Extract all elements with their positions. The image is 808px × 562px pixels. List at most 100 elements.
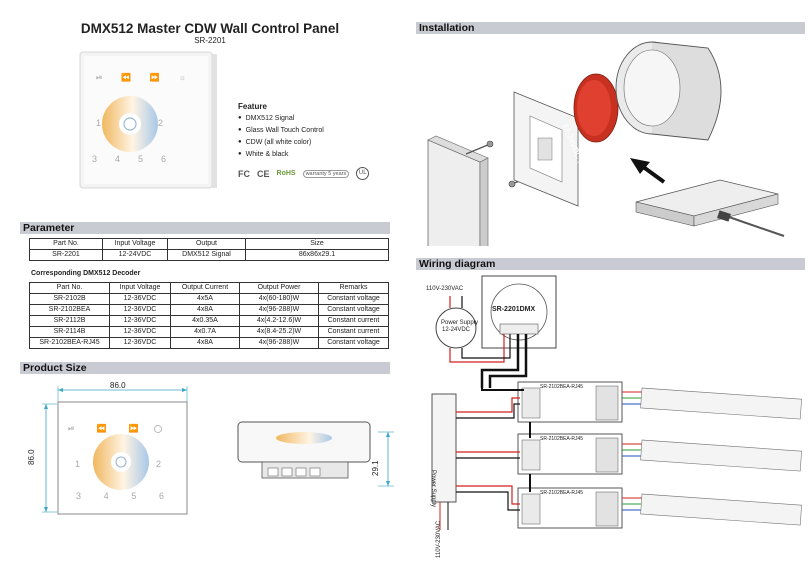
height-dimension: 86.0	[27, 449, 36, 465]
key-5: 5	[131, 491, 137, 501]
table-cell: 4x(96-288)W	[239, 337, 319, 349]
table-cell: Constant voltage	[318, 337, 389, 349]
table-cell: 12-36VDC	[109, 304, 171, 316]
table-header: Remarks	[318, 282, 389, 294]
panel-bottom-keys: 3 4 5 6	[92, 154, 166, 164]
section-parameter: Parameter	[20, 222, 390, 234]
side-psu-label: Power Supply	[430, 470, 436, 508]
certification-marks: FC CE RoHS warranty 5 years UL	[238, 167, 418, 180]
table-cell: 4x(60-180)W	[239, 293, 319, 305]
table-cell: SR-2102BEA	[29, 304, 110, 316]
key-5: 5	[137, 154, 143, 164]
table-cell: 4x8A	[170, 304, 240, 316]
led-strip-1	[622, 387, 802, 420]
fast-forward-icon: ⏩	[128, 424, 139, 433]
decoder-model-label: SR-2102BEA-RJ45	[540, 436, 584, 442]
feature-item: DMX512 Signal	[238, 113, 418, 125]
key-3: 3	[92, 154, 98, 164]
table-cell: Constant current	[318, 315, 389, 327]
ce-mark: CE	[257, 168, 270, 179]
fast-forward-icon: ⏩	[149, 73, 160, 82]
table-header: Output Current	[170, 282, 240, 294]
table-header: Output	[167, 238, 246, 250]
key-4: 4	[103, 491, 109, 501]
key-6: 6	[160, 154, 166, 164]
table-header: Output Power	[239, 282, 319, 294]
feature-block: Feature DMX512 Signal Glass Wall Touch C…	[238, 102, 418, 180]
table-cell: 4x0.7A	[170, 326, 240, 338]
key-4: 4	[114, 154, 120, 164]
depth-dimension: 29.1	[371, 460, 380, 476]
table-header-row: Part No. Input Voltage Output Size	[29, 238, 389, 250]
feature-item: Glass Wall Touch Control	[238, 125, 418, 137]
installation-drawing	[427, 41, 785, 246]
decoder-unit-3	[517, 487, 623, 529]
table-cell: DMX512 Signal	[167, 249, 246, 261]
feature-heading: Feature	[238, 102, 267, 111]
table-cell: Constant voltage	[318, 293, 389, 305]
table-cell: 12-36VDC	[109, 293, 171, 305]
feature-item: CDW (all white color)	[238, 137, 418, 149]
psu-label: Power Supply	[441, 320, 479, 326]
fcc-mark: FC	[238, 168, 250, 179]
key-3: 3	[76, 491, 82, 501]
table-cell: 86x86x29.1	[245, 249, 389, 261]
mains-label: 110V-230VAC	[426, 286, 464, 292]
rewind-icon: ⏪	[96, 424, 107, 433]
size-view-top-keys: ⏯ ⏪ ⏩ ☼	[68, 424, 168, 434]
rohs-mark: RoHS	[276, 170, 296, 177]
table-cell: 4x(96-288)W	[239, 304, 319, 316]
ul-mark: UL	[356, 167, 370, 180]
section-wiring: Wiring diagram	[416, 258, 805, 270]
side-view-drawing	[237, 421, 394, 487]
panel-top-keys: ⏯ ⏪ ⏩ ☼	[96, 73, 186, 83]
table-header: Part No.	[29, 282, 110, 294]
wiring-drawing	[431, 275, 802, 530]
rewind-icon: ⏪	[121, 73, 132, 82]
table-row: SR-2102BEA 12-36VDC 4x8A 4x(96-288)W Con…	[29, 304, 389, 316]
table-cell: Constant voltage	[318, 304, 389, 316]
table-cell: Constant current	[318, 326, 389, 338]
play-pause-icon: ⏯	[96, 73, 103, 82]
front-view-drawing	[42, 386, 188, 515]
key-2: 2	[156, 459, 162, 469]
decoder-unit-1	[517, 381, 623, 423]
brightness-icon: ☼	[178, 73, 186, 82]
table-cell: 4x0.35A	[170, 315, 240, 327]
key-6: 6	[158, 491, 164, 501]
table-cell: 12-36VDC	[109, 337, 171, 349]
table-cell: SR-2102BEA-RJ45	[29, 337, 110, 349]
product-photo	[79, 51, 217, 189]
psu-voltage: 12-24VDC	[442, 327, 471, 333]
table-cell: SR-2201	[29, 249, 103, 261]
decoder-model-label: SR-2102BEA-RJ45	[540, 384, 584, 390]
feature-list: DMX512 Signal Glass Wall Touch Control C…	[238, 113, 418, 161]
decoder-unit-2	[517, 433, 623, 475]
decoder-model-label: SR-2102BEA-RJ45	[540, 490, 584, 496]
decoder-table: Part No. Input Voltage Output Current Ou…	[29, 282, 389, 349]
table-cell: SR-2102B	[29, 293, 110, 305]
width-dimension: 86.0	[110, 381, 126, 390]
table-cell: 12-24VDC	[102, 249, 168, 261]
side-mains-label: 110V-230VAC	[436, 520, 442, 558]
table-cell: 4x5A	[170, 293, 240, 305]
warranty-mark: warranty 5 years	[302, 169, 350, 178]
table-cell: SR-2112B	[29, 315, 110, 327]
table-row: SR-2102BEA-RJ45 12-36VDC 4x8A 4x(96-288)…	[29, 337, 389, 349]
panel-model-label: SR-2201DMX	[492, 306, 536, 313]
page-title: DMX512 Master CDW Wall Control Panel	[80, 21, 340, 36]
key-1: 1	[96, 118, 102, 128]
play-pause-icon: ⏯	[68, 424, 75, 433]
led-strip-3	[622, 493, 802, 526]
table-header: Input Voltage	[109, 282, 171, 294]
section-installation: Installation	[416, 22, 805, 34]
feature-item: White & black	[238, 149, 418, 161]
parameter-table: Part No. Input Voltage Output Size SR-22…	[29, 238, 389, 261]
led-strip-2	[622, 439, 802, 472]
table-cell: 4x(4.2-12.6)W	[239, 315, 319, 327]
table-cell: 12-36VDC	[109, 315, 171, 327]
table-header-row: Part No. Input Voltage Output Current Ou…	[29, 282, 389, 294]
table-row: SR-2102B 12-36VDC 4x5A 4x(60-180)W Const…	[29, 293, 389, 305]
table-header: Part No.	[29, 238, 103, 250]
section-product-size: Product Size	[20, 362, 390, 374]
